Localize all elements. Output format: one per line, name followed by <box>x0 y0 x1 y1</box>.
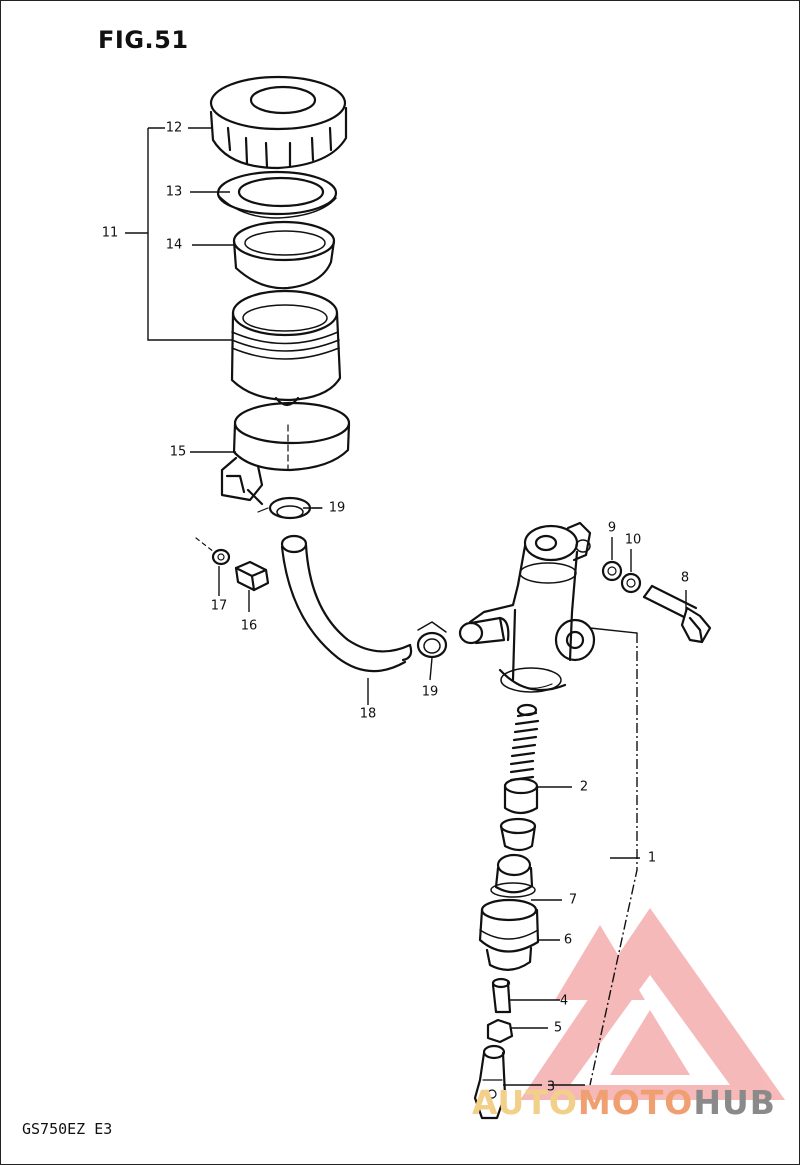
model-code-label: GS750EZ E3 <box>22 1120 113 1138</box>
callout-10: 10 <box>624 532 642 548</box>
washer-part-9 <box>601 560 623 582</box>
watermark-auto: AUTO <box>472 1083 578 1122</box>
reservoir-clamp-part-15 <box>220 401 351 506</box>
pivot-bolt-part-8 <box>642 584 712 644</box>
reservoir-cap-part-12 <box>209 75 348 170</box>
callout-4: 4 <box>559 993 569 1009</box>
callout-18: 18 <box>359 706 377 722</box>
dust-boot-part-6 <box>478 898 540 971</box>
callout-9: 9 <box>607 520 617 536</box>
callout-11: 11 <box>101 225 119 241</box>
automotohub-watermark: AUTOMOTOHUB <box>472 1083 776 1122</box>
callout-3: 3 <box>546 1079 556 1095</box>
callout-2: 2 <box>579 779 589 795</box>
callout-14: 14 <box>165 237 183 253</box>
watermark-moto: MOTO <box>577 1083 694 1122</box>
gasket-part-13 <box>216 170 338 219</box>
callout-6: 6 <box>563 932 573 948</box>
master-cylinder-body-part-1 <box>458 521 638 693</box>
callout-16: 16 <box>240 618 258 634</box>
callout-13: 13 <box>165 184 183 200</box>
return-spring <box>509 703 540 782</box>
reservoir-hose-part-18 <box>280 534 413 673</box>
piston-cup-part-2 <box>503 777 539 815</box>
callout-5: 5 <box>553 1020 563 1036</box>
callout-7: 7 <box>568 892 578 908</box>
callout-8: 8 <box>680 570 690 586</box>
push-rod-part-4 <box>491 977 512 1014</box>
callout-1: 1 <box>647 850 657 866</box>
reservoir-body-part-11 <box>230 289 342 407</box>
callout-15: 15 <box>169 444 187 460</box>
callout-19-upper: 19 <box>328 500 346 516</box>
clevis-part-3 <box>473 1044 507 1120</box>
watermark-hub: HUB <box>693 1083 776 1122</box>
piston-part-7 <box>490 853 536 898</box>
automotohub-logo-mark <box>520 908 785 1100</box>
callout-12: 12 <box>165 120 183 136</box>
lock-nut-part-5 <box>486 1018 514 1044</box>
leader-lines <box>125 127 687 1086</box>
bolt-part-16 <box>234 560 270 592</box>
callout-17: 17 <box>210 598 228 614</box>
diaphragm-part-14 <box>232 220 336 290</box>
washer-part-17 <box>195 537 231 566</box>
washer-part-10 <box>620 572 642 594</box>
figure-title: FIG.51 <box>98 26 189 54</box>
callout-19-lower: 19 <box>421 684 439 700</box>
hose-clip-part-19-lower <box>416 621 448 659</box>
piston-head <box>499 817 537 852</box>
